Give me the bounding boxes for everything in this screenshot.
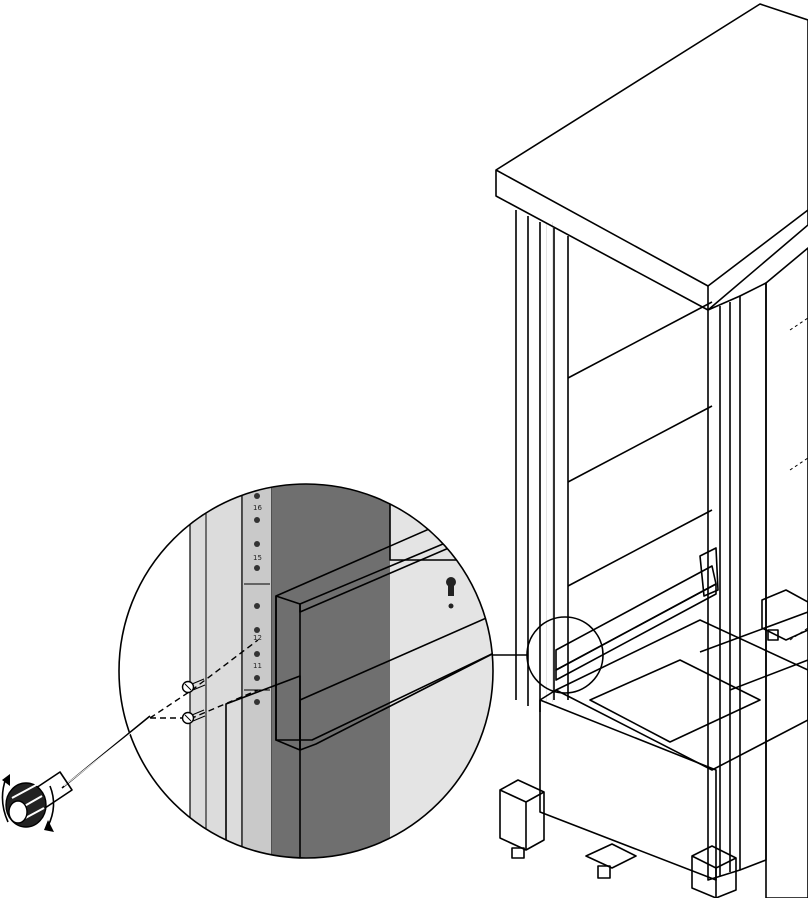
- cabinet-foot: [761, 589, 808, 641]
- rack-shelf-line: [567, 405, 713, 483]
- rack-holes: [254, 493, 260, 705]
- front-right-upright: [707, 295, 741, 881]
- rack-cabinet: [495, 3, 808, 898]
- rack-shelf-line: [567, 509, 713, 587]
- cabinet-interior: [272, 484, 390, 858]
- screw-icon: [181, 709, 206, 725]
- rack-post: [189, 484, 243, 858]
- screwdriver-icon: [1, 715, 151, 832]
- cabinet-foot: [691, 845, 737, 898]
- magnified-view-circle: [118, 483, 494, 859]
- zoomed-detail-view: [119, 484, 493, 858]
- detail-callout-circle: [526, 616, 604, 694]
- screw-icon: [181, 678, 206, 694]
- rack-unit-label: 15: [253, 554, 262, 562]
- cabinet-mounting-rail: [555, 565, 717, 671]
- cabinet-foot: [585, 843, 637, 879]
- cabinet-foot: [499, 779, 545, 859]
- rack-unit-label: 12: [253, 634, 262, 642]
- louvered-panel: [225, 675, 301, 858]
- cabinet-side-panel: [765, 247, 808, 898]
- rack-shelf-line: [567, 301, 713, 379]
- rack-unit-label: 16: [253, 504, 262, 512]
- cabinet-base-tray: [555, 619, 808, 771]
- cabinet-top: [495, 3, 808, 311]
- rack-unit-label: 11: [253, 662, 262, 670]
